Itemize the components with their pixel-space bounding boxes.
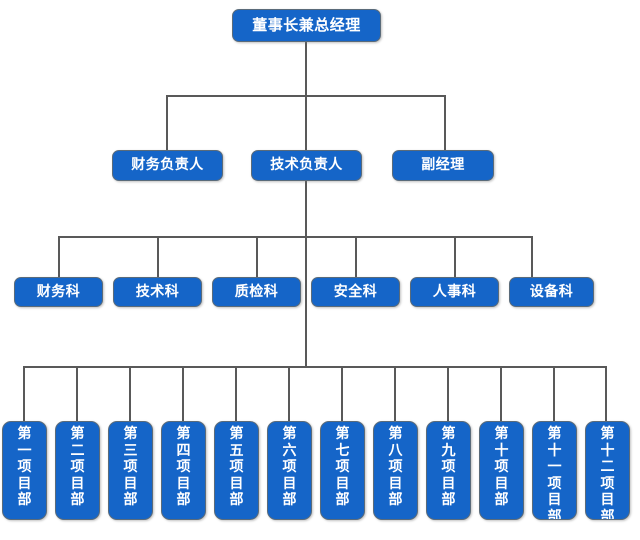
node-quality-inspection-dept[interactable]: 质检科 (212, 277, 301, 307)
node-technical-head[interactable]: 技术负责人 (251, 150, 362, 181)
node-project-dept-10-label: 第十项目部 (494, 426, 509, 509)
node-project-dept-3[interactable]: 第三项目部 (108, 421, 153, 520)
connector-drop-level3-3 (256, 236, 258, 277)
node-project-dept-6-label: 第六项目部 (282, 426, 297, 509)
node-project-dept-10[interactable]: 第十项目部 (479, 421, 524, 520)
node-finance-head[interactable]: 财务负责人 (112, 150, 223, 181)
connector-bus-projects (23, 366, 606, 368)
node-project-dept-5-label: 第五项目部 (229, 426, 244, 509)
node-project-dept-12-label: 第十二项目部 (600, 426, 615, 520)
node-equipment-dept[interactable]: 设备科 (509, 277, 594, 307)
connector-drop-project-10 (500, 366, 502, 422)
connector-drop-project-7 (341, 366, 343, 422)
node-chairman-general-manager[interactable]: 董事长兼总经理 (232, 9, 381, 42)
node-project-dept-8[interactable]: 第八项目部 (373, 421, 418, 520)
node-project-dept-11[interactable]: 第十一项目部 (532, 421, 577, 520)
connector-drop-project-4 (182, 366, 184, 422)
node-project-dept-7[interactable]: 第七项目部 (320, 421, 365, 520)
node-project-dept-4-label: 第四项目部 (176, 426, 191, 509)
connector-drop-level3-1 (58, 236, 60, 277)
connector-bus-level2 (166, 95, 446, 97)
node-project-dept-12[interactable]: 第十二项目部 (585, 421, 630, 520)
node-project-dept-5[interactable]: 第五项目部 (214, 421, 259, 520)
connector-drop-project-11 (553, 366, 555, 422)
connector-drop-project-12 (605, 366, 607, 422)
node-project-dept-6[interactable]: 第六项目部 (267, 421, 312, 520)
connector-drop-project-9 (447, 366, 449, 422)
node-project-dept-1[interactable]: 第一项目部 (2, 421, 47, 520)
node-project-dept-4[interactable]: 第四项目部 (161, 421, 206, 520)
node-project-dept-3-label: 第三项目部 (123, 426, 138, 509)
connector-drop-level2-1 (166, 95, 168, 150)
node-deputy-manager[interactable]: 副经理 (392, 150, 494, 181)
node-finance-dept[interactable]: 财务科 (14, 277, 103, 307)
connector-drop-level2-3 (444, 95, 446, 150)
connector-bus-level3 (58, 236, 533, 238)
connector-drop-level3-4 (355, 236, 357, 277)
node-project-dept-11-label: 第十一项目部 (547, 426, 562, 520)
connector-drop-level3-6 (531, 236, 533, 277)
node-project-dept-1-label: 第一项目部 (17, 426, 32, 509)
node-project-dept-9-label: 第九项目部 (441, 426, 456, 509)
connector-drop-level3-2 (157, 236, 159, 277)
node-project-dept-2[interactable]: 第二项目部 (55, 421, 100, 520)
connector-drop-project-3 (129, 366, 131, 422)
connector-drop-level3-5 (454, 236, 456, 277)
node-project-dept-2-label: 第二项目部 (70, 426, 85, 509)
node-safety-dept[interactable]: 安全科 (311, 277, 400, 307)
node-project-dept-8-label: 第八项目部 (388, 426, 403, 509)
node-project-dept-7-label: 第七项目部 (335, 426, 350, 509)
connector-drop-project-1 (23, 366, 25, 422)
node-hr-dept[interactable]: 人事科 (410, 277, 499, 307)
node-project-dept-9[interactable]: 第九项目部 (426, 421, 471, 520)
node-technical-dept[interactable]: 技术科 (113, 277, 202, 307)
connector-trunk-main (305, 41, 307, 366)
connector-drop-project-5 (235, 366, 237, 422)
connector-drop-project-8 (394, 366, 396, 422)
connector-drop-project-2 (76, 366, 78, 422)
connector-drop-project-6 (288, 366, 290, 422)
